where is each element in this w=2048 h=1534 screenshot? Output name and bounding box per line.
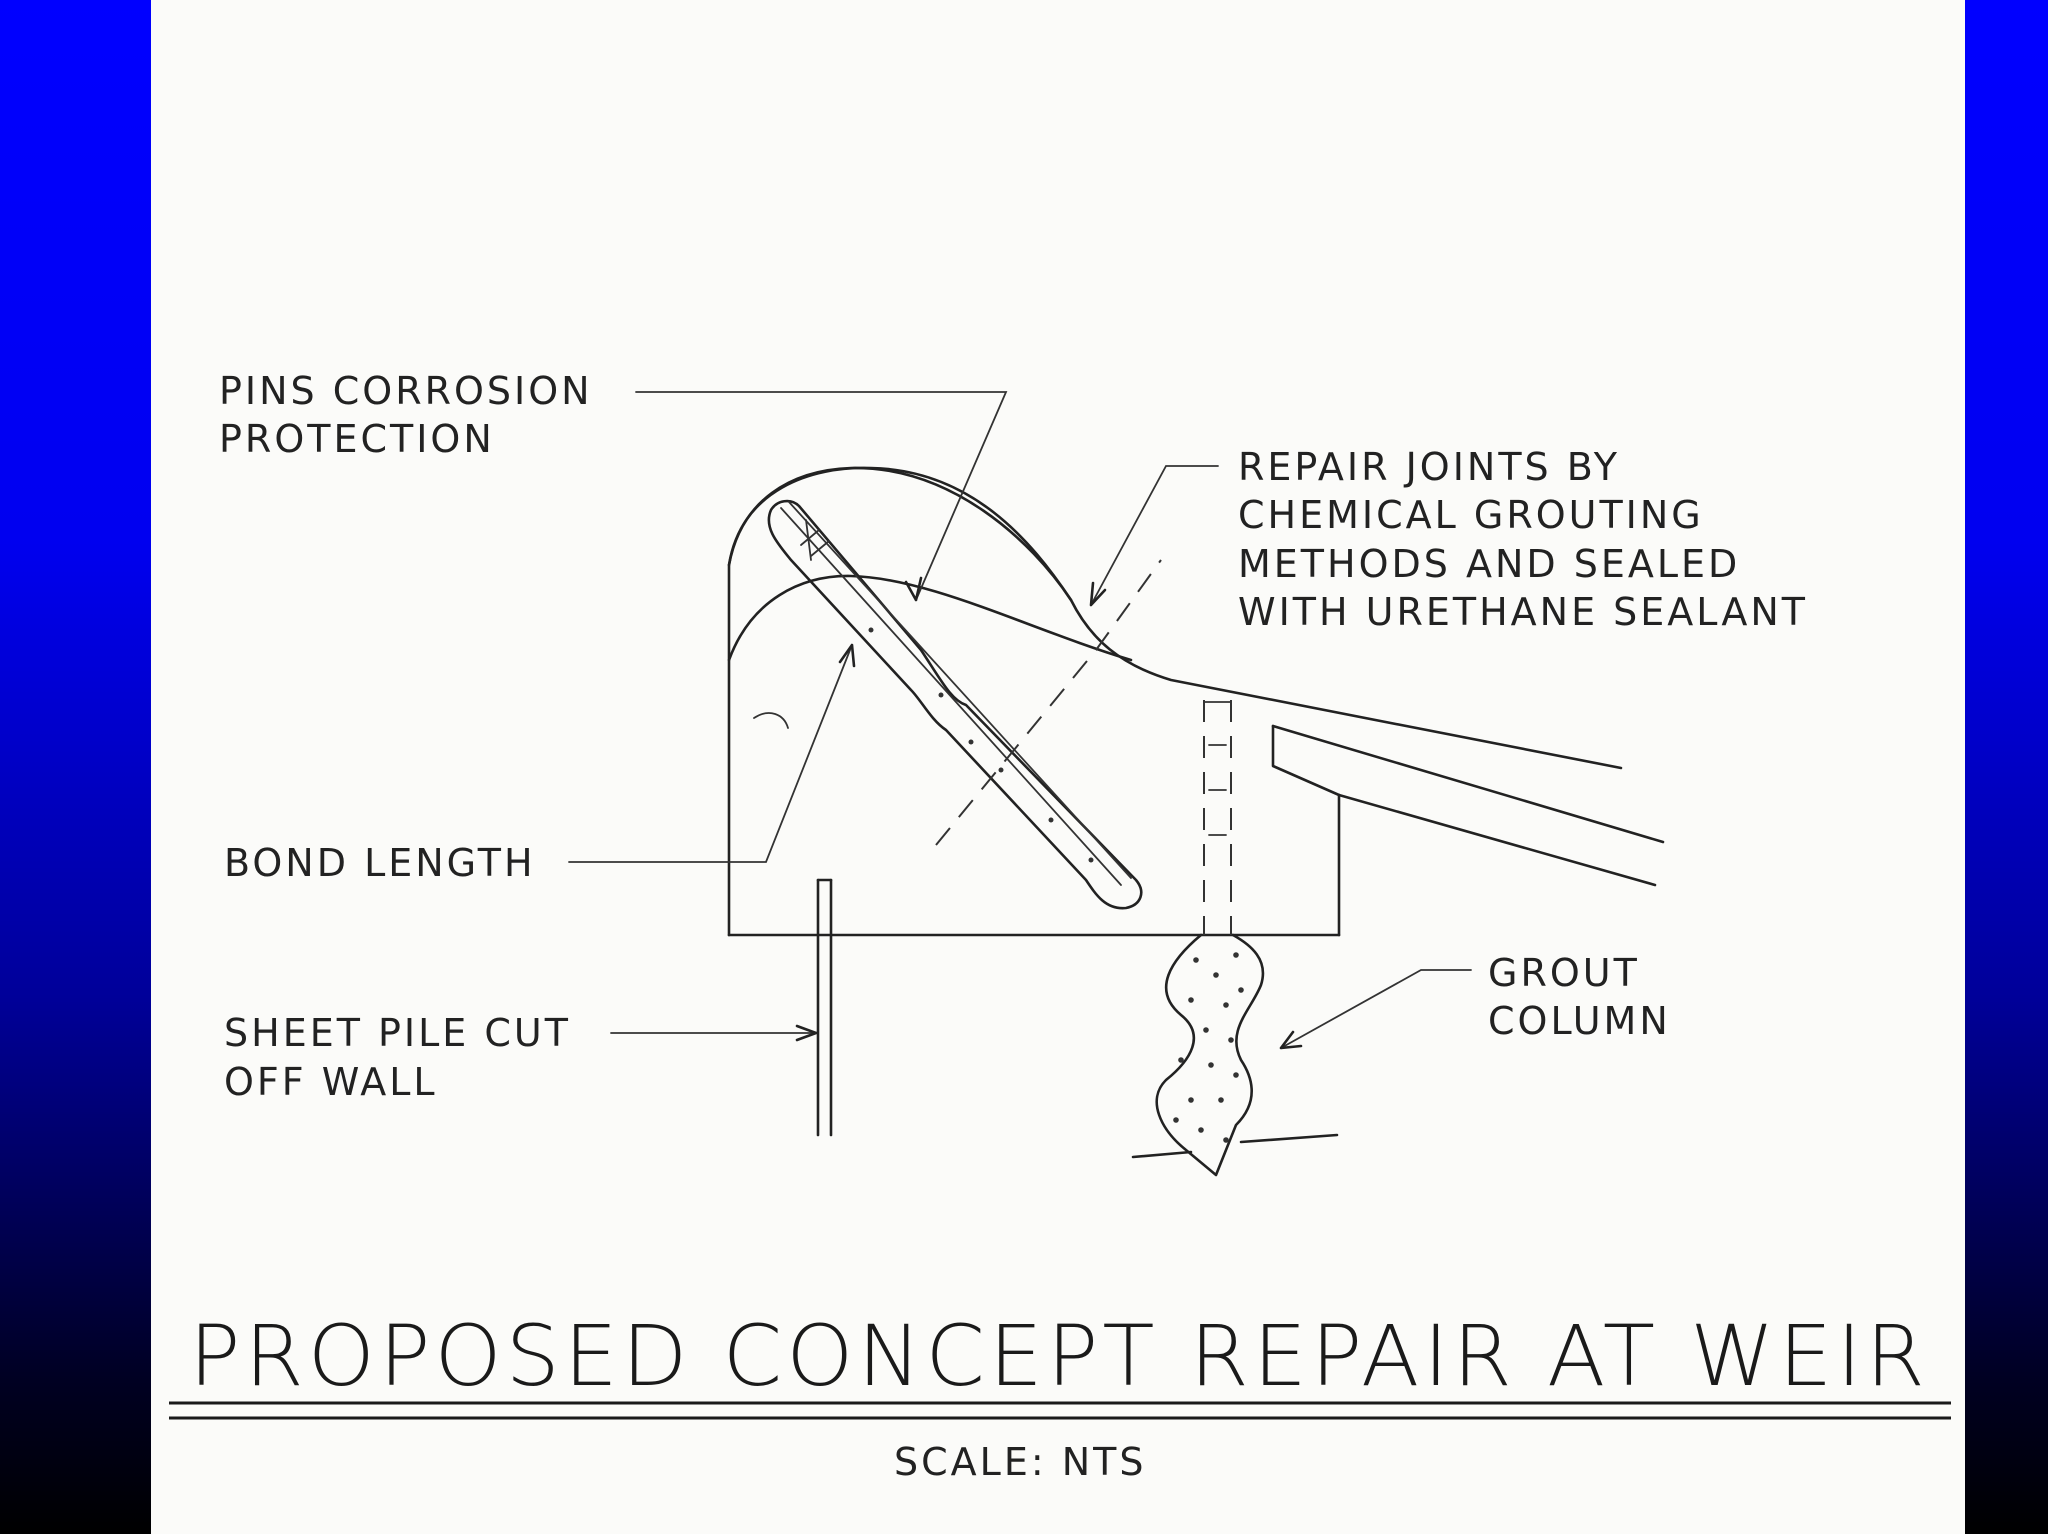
apron-slab-top [1271, 724, 1665, 844]
leader-repair [1090, 465, 1219, 606]
arrow-sheet [795, 1024, 818, 1042]
callout-sheet-pile: SHEET PILE CUT OFF WALL [224, 1011, 571, 1104]
leader-bond [568, 644, 853, 863]
arrow-bond [838, 643, 856, 668]
repair-joint-dashed [935, 559, 1162, 846]
anchor-pin [767, 499, 1143, 910]
apron-slab-bottom [1337, 793, 1657, 887]
weir-repair-diagram: PINS CORROSION PROTECTION REPAIR JOINTS … [169, 369, 1951, 1484]
drawing-sheet: PINS CORROSION PROTECTION REPAIR JOINTS … [151, 0, 1965, 1534]
repair-label-line3: METHODS AND SEALED [1238, 542, 1740, 586]
bond-length-label: BOND LENGTH [224, 841, 536, 885]
leader-pins [635, 391, 1008, 601]
grout-column-outline [1155, 933, 1265, 1177]
sheet-pile-label-line1: SHEET PILE CUT [224, 1011, 571, 1055]
arrow-repair [1089, 581, 1107, 607]
pin-cross-1 [800, 529, 830, 557]
scale-note: SCALE: NTS [894, 1440, 1146, 1484]
pins-label-line1: PINS CORROSION [219, 369, 593, 413]
ground-line-left [1131, 1150, 1193, 1159]
leader-grout [1280, 969, 1472, 1049]
leader-lines [568, 391, 1472, 1050]
inner-column-dashed [1203, 700, 1232, 935]
sheet-pile-label-line2: OFF WALL [224, 1060, 438, 1104]
weir-block-outline [727, 466, 1623, 937]
callout-grout: GROUT COLUMN [1488, 951, 1671, 1043]
sheet-pile [816, 878, 833, 1137]
repair-label-line1: REPAIR JOINTS BY [1238, 445, 1620, 489]
wall-mark [753, 712, 789, 729]
callout-repair: REPAIR JOINTS BY CHEMICAL GROUTING METHO… [1238, 445, 1808, 634]
pin-rod-b [788, 501, 1132, 879]
repair-label-line4: WITH URETHANE SEALANT [1238, 590, 1808, 634]
grout-column [1131, 933, 1339, 1177]
grout-label-line1: GROUT [1488, 951, 1640, 995]
grout-dots [1173, 952, 1244, 1143]
callout-pins: PINS CORROSION PROTECTION [219, 369, 593, 461]
pin-rod-a [780, 507, 1122, 886]
grout-label-line2: COLUMN [1488, 999, 1671, 1043]
weir-crest-inner [727, 574, 1133, 662]
arrow-pins [904, 576, 923, 602]
drawing-title: PROPOSED CONCEPT REPAIR AT WEIR [189, 1307, 1929, 1405]
pins-label-line2: PROTECTION [219, 417, 495, 461]
pin-body [767, 499, 1143, 910]
ground-line-right [1239, 1133, 1339, 1144]
repair-label-line2: CHEMICAL GROUTING [1238, 493, 1704, 537]
pin-cross-2 [805, 519, 812, 561]
arrow-grout [1279, 1030, 1303, 1050]
apron-slab-step [1271, 724, 1341, 797]
weir-crest-outer [727, 466, 1073, 602]
weir-structure [727, 466, 1665, 937]
